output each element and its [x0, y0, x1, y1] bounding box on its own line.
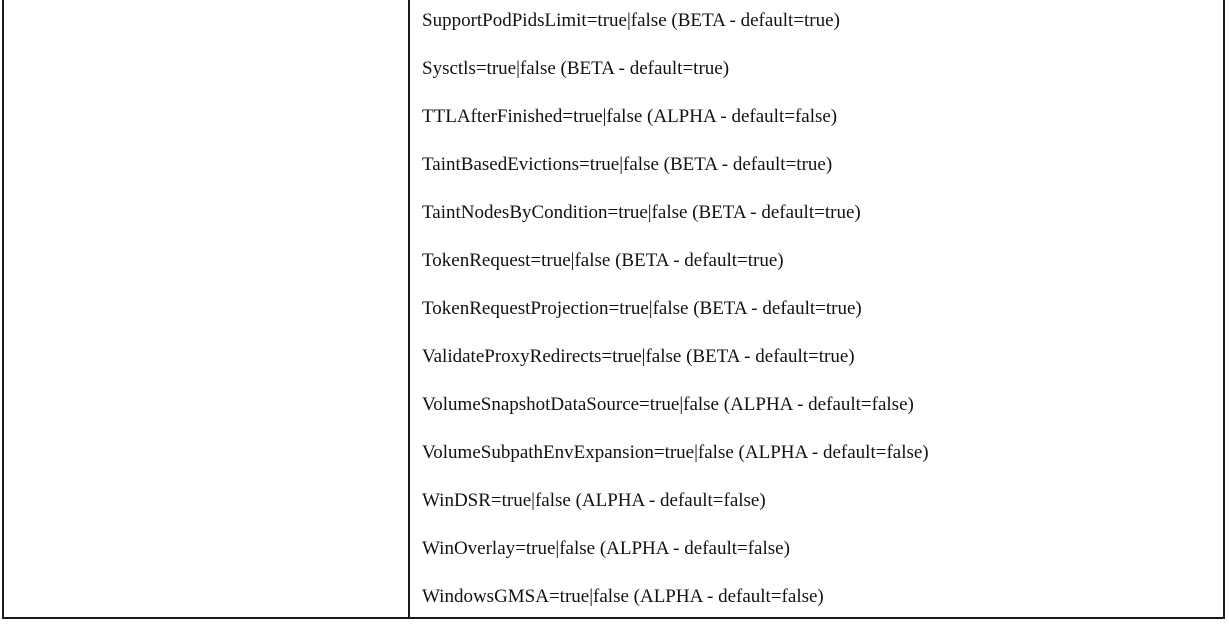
feature-gates-table: SupportPodPidsLimit=true|false (BETA - d… — [2, 0, 1225, 619]
flag-line: VolumeSubpathEnvExpansion=true|false (AL… — [422, 442, 929, 463]
flag-line: TTLAfterFinished=true|false (ALPHA - def… — [422, 106, 838, 127]
flag-line: TaintBasedEvictions=true|false (BETA - d… — [422, 154, 833, 175]
flag-line: TokenRequestProjection=true|false (BETA … — [422, 298, 862, 319]
flag-line: Sysctls=true|false (BETA - default=true) — [422, 58, 730, 79]
flag-line: WinOverlay=true|false (ALPHA - default=f… — [422, 538, 790, 559]
flag-line: WinDSR=true|false (ALPHA - default=false… — [422, 490, 766, 511]
flag-line: ValidateProxyRedirects=true|false (BETA … — [422, 346, 855, 367]
flag-line: TokenRequest=true|false (BETA - default=… — [422, 250, 784, 271]
flag-line: VolumeSnapshotDataSource=true|false (ALP… — [422, 394, 914, 415]
table-right-cell: SupportPodPidsLimit=true|false (BETA - d… — [410, 0, 1223, 617]
flag-line: WindowsGMSA=true|false (ALPHA - default=… — [422, 586, 824, 607]
flag-line: TaintNodesByCondition=true|false (BETA -… — [422, 202, 861, 223]
flag-line: SupportPodPidsLimit=true|false (BETA - d… — [422, 10, 840, 31]
table-left-cell — [4, 0, 410, 617]
